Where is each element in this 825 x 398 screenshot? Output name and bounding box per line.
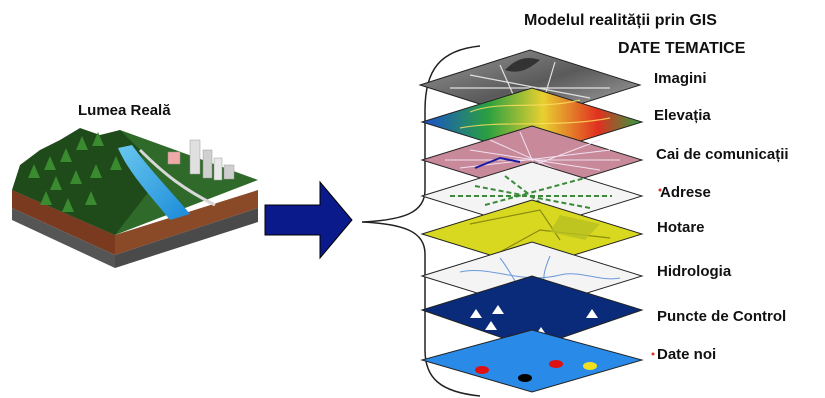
data-point-yellow bbox=[583, 362, 597, 370]
layer-label-adrese: Adrese bbox=[660, 184, 711, 201]
layer-label-elevatia: Elevația bbox=[654, 107, 711, 124]
real-world-label: Lumea Reală bbox=[78, 102, 171, 119]
layer-label-hidrologia: Hidrologia bbox=[657, 263, 732, 280]
layer-label-hotare: Hotare bbox=[657, 219, 705, 236]
control-point-marker bbox=[485, 321, 497, 330]
layer-label-puncte-de-control: Puncte de Control bbox=[657, 308, 787, 325]
real-world-terrain-illustration bbox=[12, 128, 258, 268]
data-point-red bbox=[549, 360, 563, 368]
control-point-marker bbox=[586, 309, 598, 318]
layer-date-noi bbox=[420, 329, 644, 393]
control-point-marker bbox=[492, 305, 504, 314]
right-arrow bbox=[264, 180, 353, 260]
layer-label-cai-de-comunicatii: Cai de comunicații bbox=[656, 146, 789, 163]
layer-label-imagini: Imagini bbox=[654, 70, 707, 87]
data-point-black bbox=[518, 374, 532, 382]
control-point-marker bbox=[470, 309, 482, 318]
layer-label-date-noi: Date noi bbox=[657, 346, 717, 363]
label-bullet bbox=[658, 188, 662, 192]
curly-brace bbox=[361, 45, 481, 397]
layer-elevatia bbox=[420, 87, 644, 157]
data-point-red bbox=[475, 366, 489, 374]
layer-hotare bbox=[420, 199, 644, 269]
diagram-subtitle: DATE TEMATICE bbox=[618, 40, 746, 57]
label-bullet bbox=[651, 352, 655, 356]
diagram-title: Modelul realității prin GIS bbox=[524, 12, 717, 29]
